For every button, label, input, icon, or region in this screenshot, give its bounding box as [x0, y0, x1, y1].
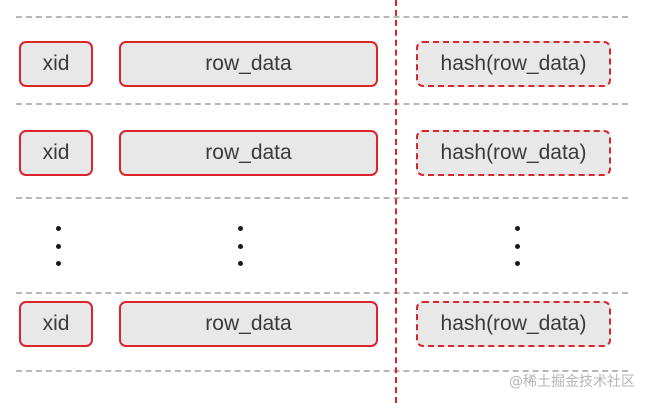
- ellipsis-xid: [52, 226, 64, 266]
- ellipsis-dot: [55, 243, 61, 249]
- ellipsis-row-data: [234, 226, 246, 266]
- ellipsis-dot: [514, 261, 520, 266]
- row-data-box: row_data: [119, 41, 378, 87]
- ellipsis-dot: [55, 261, 61, 266]
- row-separator: [16, 292, 628, 294]
- ellipsis-dot: [514, 226, 520, 231]
- row-separator: [16, 197, 628, 199]
- xid-box: xid: [19, 301, 93, 347]
- ellipsis-dot: [55, 226, 61, 231]
- row-data-box: row_data: [119, 130, 378, 176]
- table-row: xid row_data hash(row_data): [0, 130, 647, 176]
- ellipsis-dot: [514, 243, 520, 249]
- hash-box: hash(row_data): [416, 301, 611, 347]
- row-separator: [16, 370, 628, 372]
- hash-column-divider: [395, 0, 397, 403]
- row-separator: [16, 103, 628, 105]
- row-separator: [16, 16, 628, 18]
- ellipsis-dot: [237, 261, 243, 266]
- ellipsis-hash: [511, 226, 523, 266]
- ellipsis-dot: [237, 226, 243, 231]
- ellipsis-dot: [237, 243, 243, 249]
- xid-box: xid: [19, 41, 93, 87]
- table-row: xid row_data hash(row_data): [0, 301, 647, 347]
- hash-box: hash(row_data): [416, 41, 611, 87]
- watermark: @稀土掘金技术社区: [509, 374, 635, 390]
- table-row: xid row_data hash(row_data): [0, 41, 647, 87]
- hash-box: hash(row_data): [416, 130, 611, 176]
- xid-box: xid: [19, 130, 93, 176]
- row-data-box: row_data: [119, 301, 378, 347]
